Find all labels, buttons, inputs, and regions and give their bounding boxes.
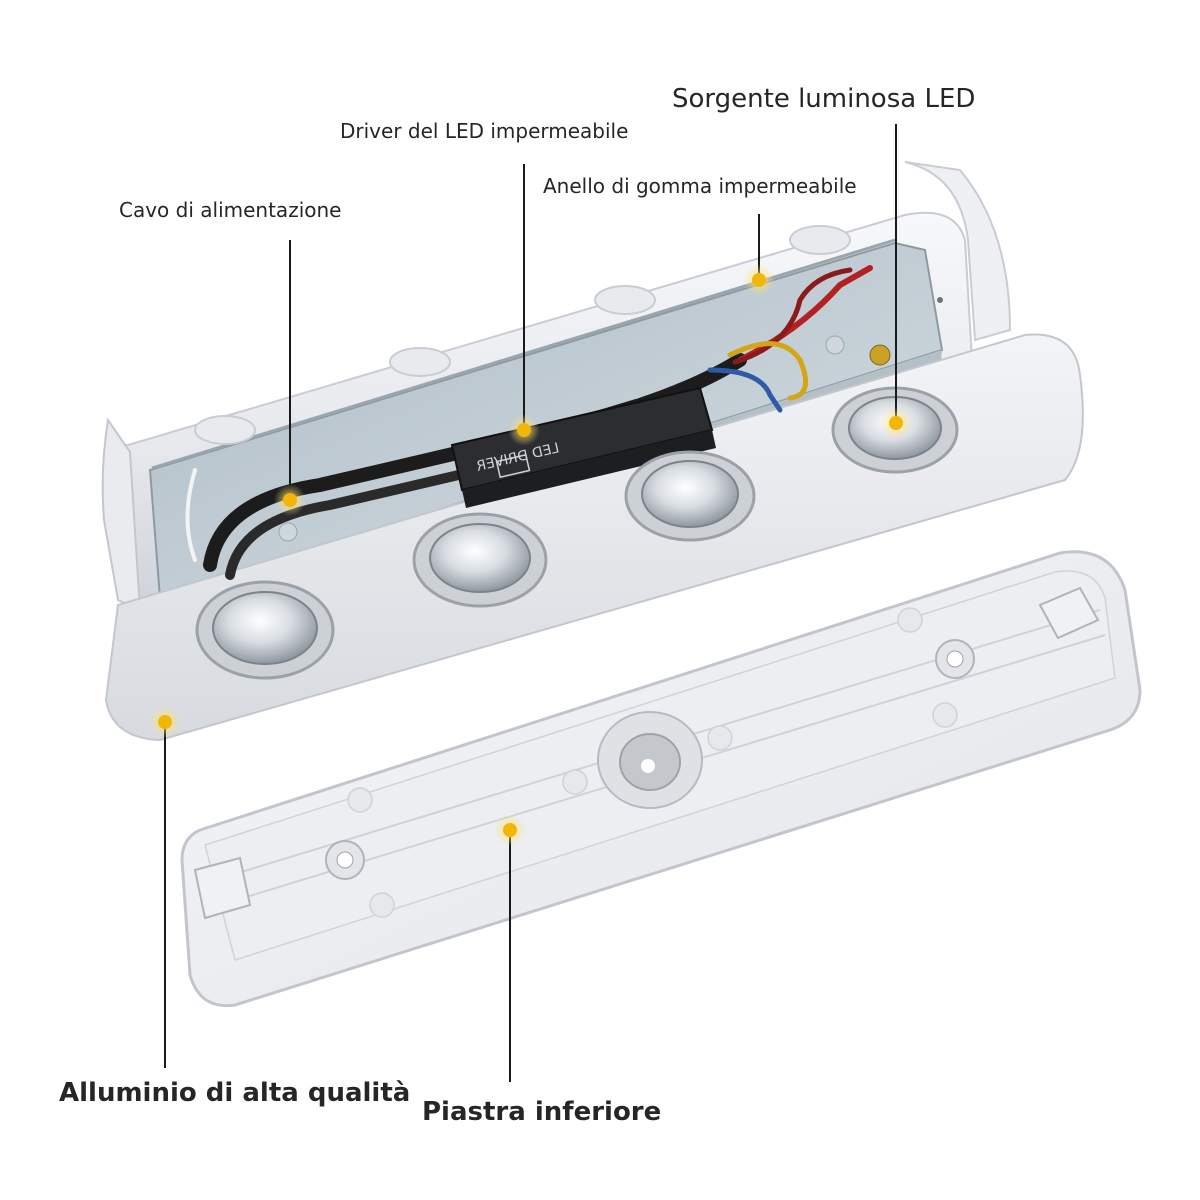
label-sorgente-led: Sorgente luminosa LED <box>672 84 976 114</box>
led-driver-box: LED DRIVER <box>450 386 716 508</box>
plate-clip-left <box>193 856 252 920</box>
led-lens-4 <box>831 386 959 474</box>
bottom-plate <box>180 550 1142 1008</box>
housing-left-cap <box>101 417 142 612</box>
housing-right-cap <box>904 161 1012 342</box>
led-lens-1 <box>195 580 335 680</box>
label-alluminio: Alluminio di alta qualità <box>59 1078 411 1108</box>
leader-lines <box>164 124 897 1082</box>
back-lens-row <box>194 225 851 445</box>
marker-piastra <box>494 814 526 846</box>
label-piastra-inferiore: Piastra inferiore <box>422 1097 662 1127</box>
marker-driver <box>508 414 540 446</box>
led-lens-2 <box>412 512 548 608</box>
plate-clip-right <box>1038 586 1100 640</box>
label-anello-gomma: Anello di gomma impermeabile <box>543 174 857 198</box>
marker-sorgente <box>880 407 912 439</box>
callout-markers <box>149 264 912 846</box>
label-driver-led: Driver del LED impermeabile <box>340 119 629 143</box>
led-lens-3 <box>624 450 756 542</box>
interior-screws <box>278 297 943 542</box>
marker-alluminio <box>149 706 181 738</box>
marker-anello <box>743 264 775 296</box>
label-cavo-alimentazione: Cavo di alimentazione <box>119 198 342 222</box>
marker-cavo <box>274 484 306 516</box>
front-led-lenses <box>195 386 959 680</box>
driver-ip-badge <box>495 453 531 479</box>
